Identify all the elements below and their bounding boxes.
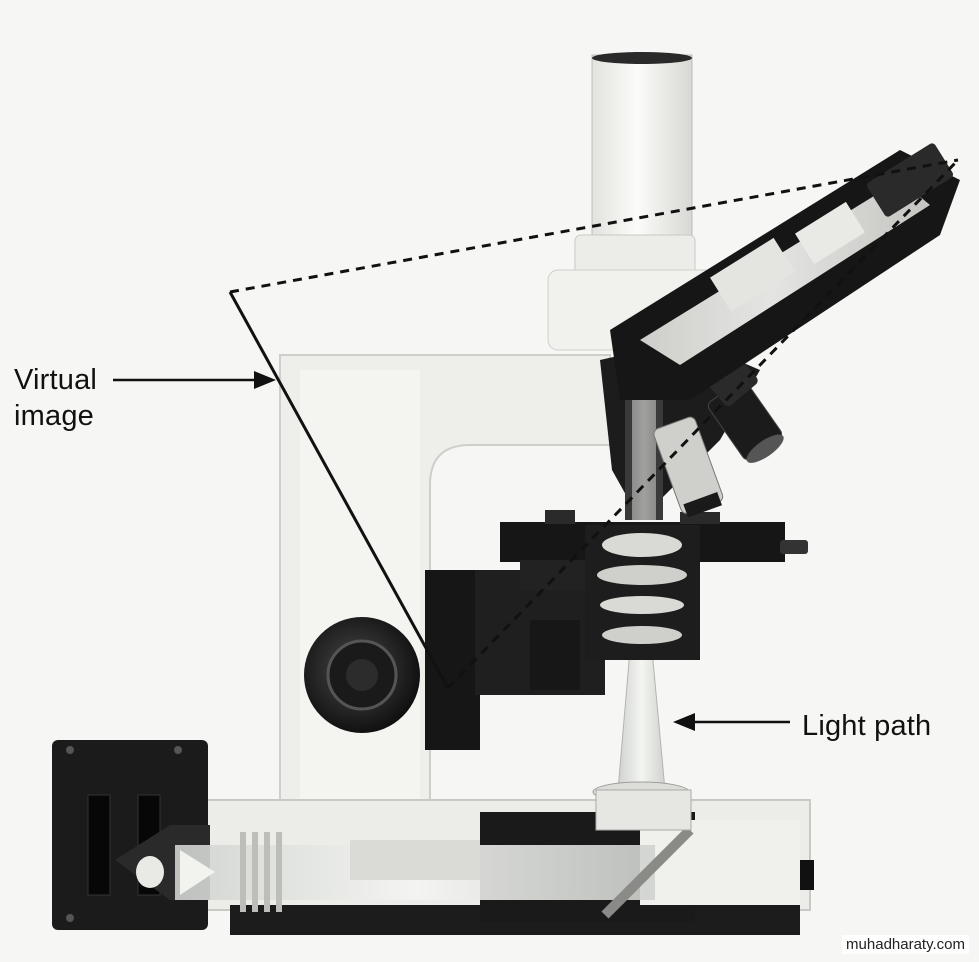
virtual-image-rays (228, 158, 960, 690)
lower-dashed-ray (446, 158, 960, 690)
coarse-focus-knob (304, 617, 420, 733)
vertical-light-beam (592, 649, 692, 831)
virtual-image-label-line1: Virtual (14, 364, 98, 396)
light-path-label: Light path (802, 710, 932, 742)
condenser (530, 525, 700, 690)
virtual-image-line (228, 291, 450, 689)
eyepiece-tube (610, 143, 960, 400)
upper-dashed-ray (229, 158, 959, 294)
virtual-image-arrow (113, 371, 276, 389)
virtual-image-label-line2: image (14, 400, 94, 432)
lamp-housing (52, 740, 210, 930)
watermark: muhadharaty.com (842, 935, 969, 954)
light-path-arrow (673, 713, 790, 731)
base-light-beam (175, 826, 694, 919)
virtual-image-label: Virtual image (14, 362, 124, 434)
